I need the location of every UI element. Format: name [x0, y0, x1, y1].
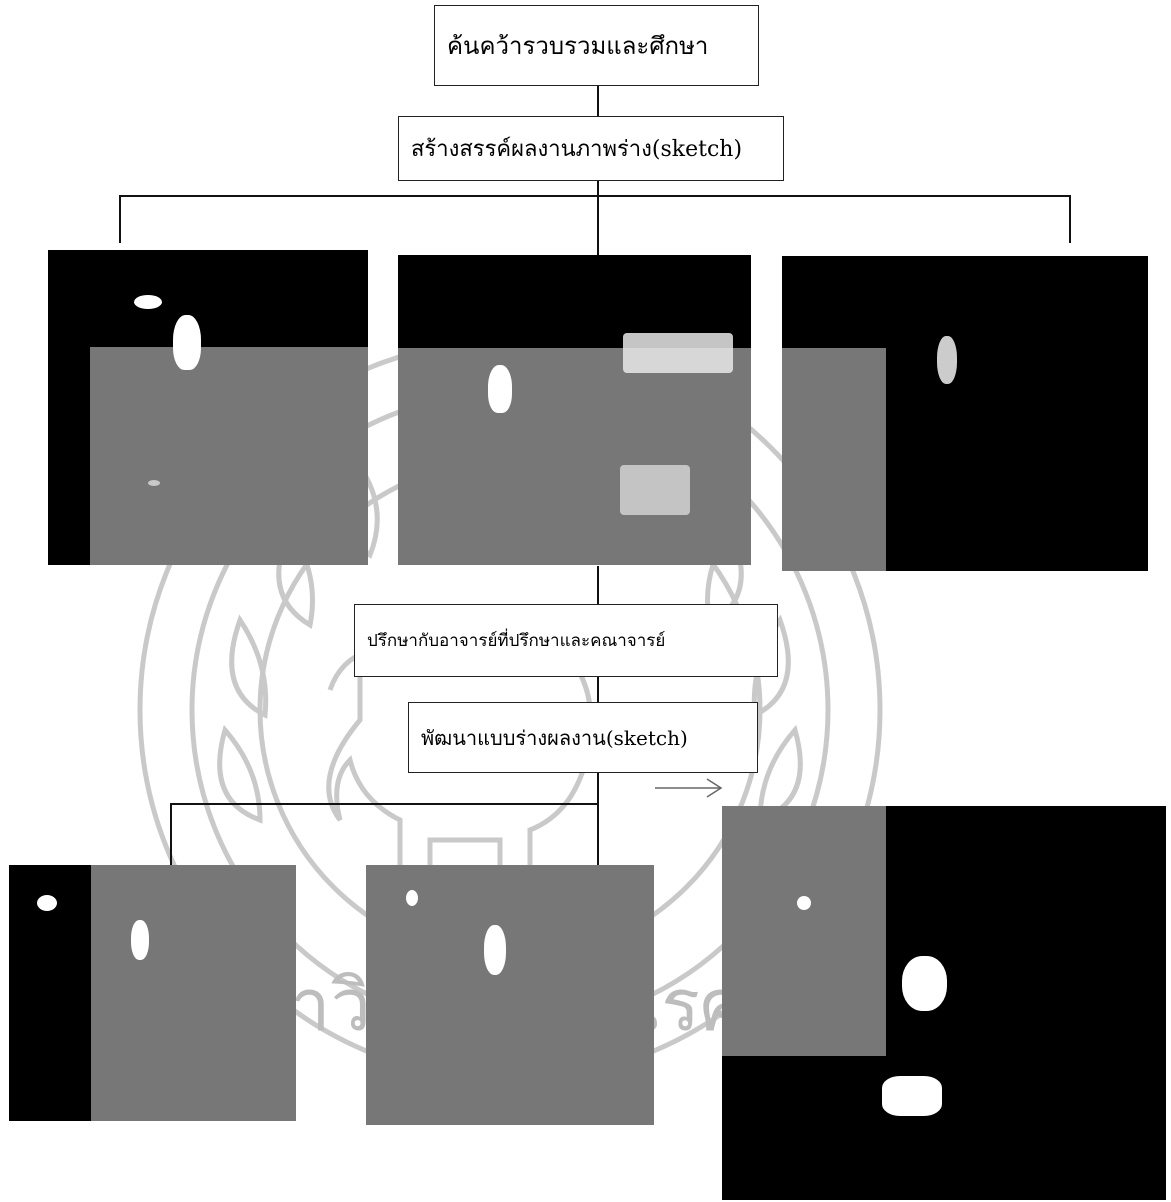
arrow-to-final [655, 778, 723, 798]
step-develop-label: พัฒนาแบบร่างผลงาน(sketch) [421, 725, 688, 750]
sketch-image-1 [48, 250, 368, 565]
connector-step1-step2 [597, 86, 599, 116]
developed-sketch-image-2 [366, 865, 654, 1125]
connector-step3-step4 [597, 677, 599, 702]
connector-step4-branch [597, 773, 599, 891]
step-research-label: ค้นคว้ารวบรวมและศึกษา [447, 32, 709, 60]
step-research-box: ค้นคว้ารวบรวมและศึกษา [434, 5, 759, 86]
sketch-image-3 [782, 256, 1148, 571]
connector-photo-step3 [597, 566, 599, 604]
step-sketch-label: สร้างสรรค์ผลงานภาพร่าง(sketch) [411, 137, 743, 162]
branch-top-horizontal [119, 195, 1071, 197]
final-artwork-image [722, 806, 1166, 1200]
branch-bottom-horizontal [170, 803, 598, 805]
branch-bottom-left-drop [170, 803, 172, 865]
step-consult-label: ปรึกษากับอาจารย์ที่ปรึกษาและคณาจารย์ [367, 631, 666, 651]
step-consult-box: ปรึกษากับอาจารย์ที่ปรึกษาและคณาจารย์ [354, 604, 778, 677]
sketch-image-2 [398, 255, 751, 565]
developed-sketch-image-1 [9, 865, 296, 1121]
step-develop-box: พัฒนาแบบร่างผลงาน(sketch) [408, 702, 758, 773]
connector-step2-branch [597, 181, 599, 255]
step-sketch-box: สร้างสรรค์ผลงานภาพร่าง(sketch) [398, 116, 784, 181]
branch-top-right-drop [1069, 195, 1071, 243]
branch-top-left-drop [119, 195, 121, 243]
